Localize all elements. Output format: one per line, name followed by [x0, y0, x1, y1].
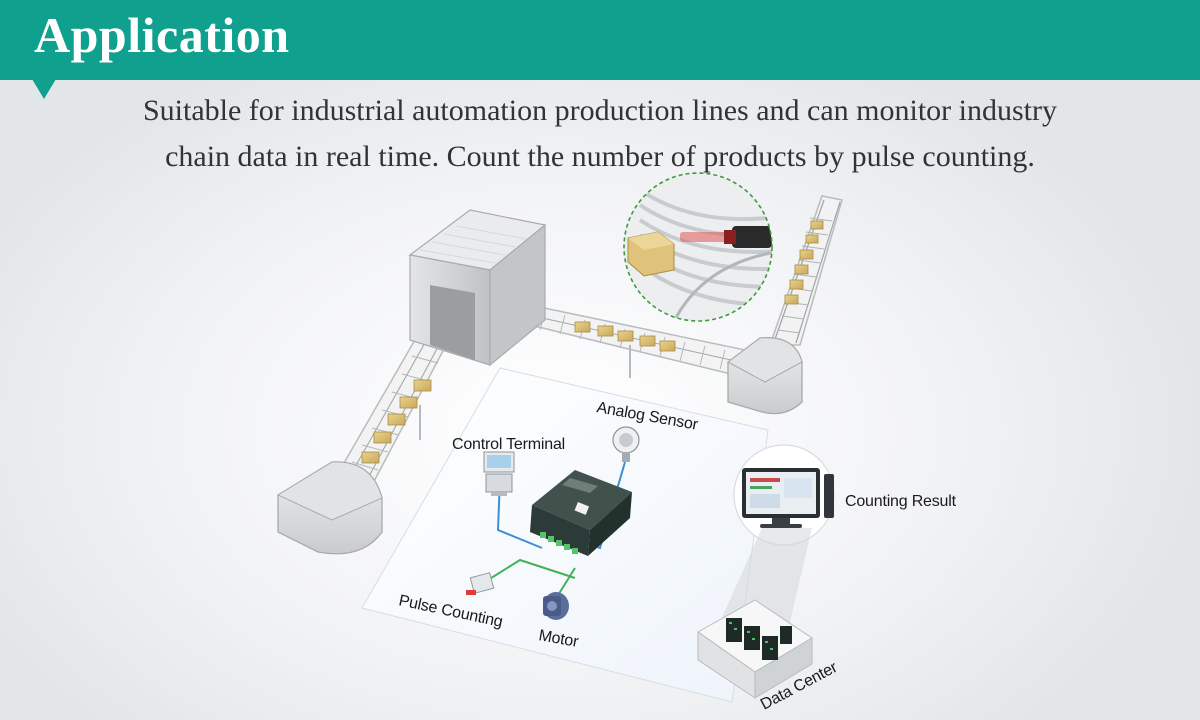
description-line-2: chain data in real time. Count the numbe…	[165, 140, 1035, 173]
projection-beam	[720, 528, 812, 622]
conveyor-right	[768, 195, 843, 346]
conveyor-middle	[508, 304, 747, 378]
control-terminal-icon	[483, 451, 515, 496]
page-title: Application	[34, 7, 290, 63]
label-counting-result: Counting Result	[845, 493, 957, 510]
banner-notch	[32, 79, 56, 99]
label-motor: Motor	[537, 627, 580, 651]
sensor-zoom-circle	[623, 172, 773, 322]
description-line-1: Suitable for industrial automation produ…	[142, 94, 1057, 127]
counter-device-icon	[530, 470, 632, 556]
data-center-icon	[697, 599, 813, 699]
description: Suitable for industrial automation produ…	[40, 88, 1160, 180]
motor-icon	[543, 592, 569, 620]
conveyor-hub-right	[727, 337, 803, 415]
label-control-terminal: Control Terminal	[452, 436, 565, 453]
monitor-icon	[733, 444, 835, 546]
analog-sensor-icon	[612, 426, 640, 462]
header-banner: Application	[0, 0, 1200, 80]
conveyor-hub-left	[276, 461, 383, 555]
scanner-gate	[408, 209, 547, 367]
pulse-counter-icon	[466, 572, 495, 595]
